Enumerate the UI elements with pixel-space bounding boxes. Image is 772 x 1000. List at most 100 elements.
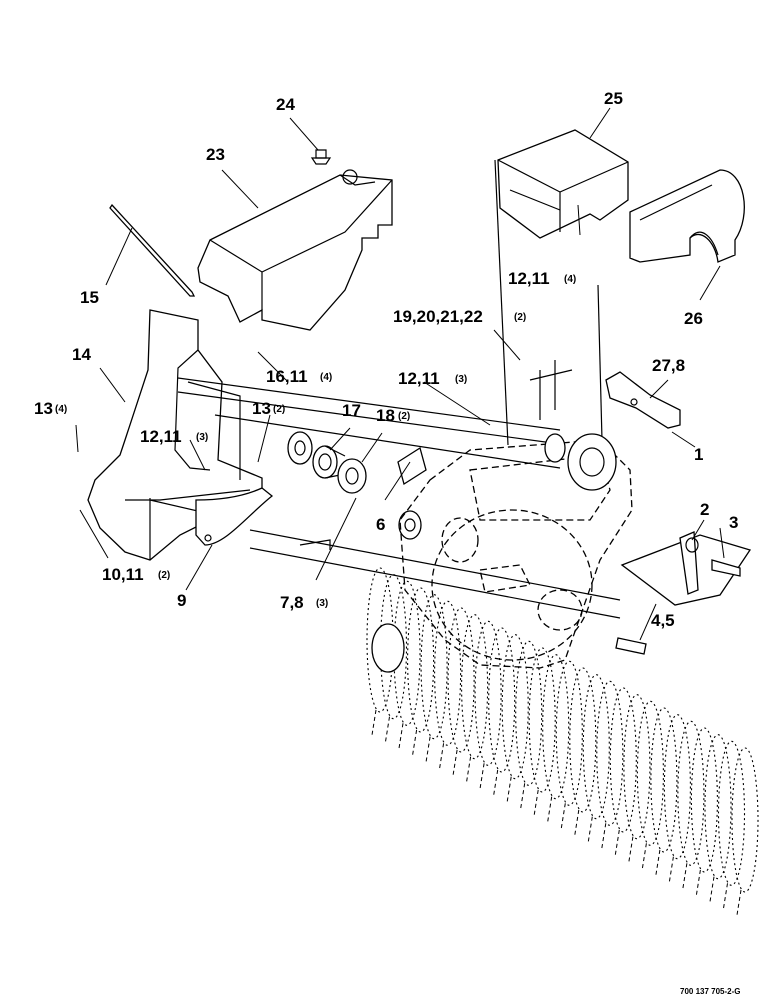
part-27-bracket	[605, 371, 681, 429]
bolt-4-5	[615, 637, 647, 655]
callout-25: 25	[604, 89, 623, 108]
reel-tine	[614, 829, 620, 856]
pickup-reel	[366, 567, 759, 916]
callout-13-left: 13	[34, 399, 53, 418]
washer-18	[337, 458, 367, 494]
reel-tine	[479, 763, 485, 789]
callout-13-mid: 13	[252, 399, 271, 418]
reel-tine-ring	[393, 580, 421, 726]
reel-tine	[560, 803, 566, 829]
reel-tine	[506, 776, 512, 802]
reel-tine-ring	[501, 634, 529, 780]
reel-tine	[601, 823, 607, 849]
drawing-number: 700 137 705-2-G	[680, 987, 741, 996]
bearing-17	[312, 445, 346, 479]
reel-tine	[371, 709, 377, 736]
callout-26: 26	[684, 309, 703, 328]
reel-tine-ring	[420, 594, 448, 740]
reel-tine-ring	[528, 647, 556, 793]
part-2-arm	[679, 531, 699, 595]
callout-7-8-qty: (3)	[316, 598, 328, 609]
callout-18: 18	[376, 406, 395, 425]
reel-tine-ring	[555, 660, 583, 806]
drive-shafts	[177, 377, 621, 619]
reel-tine-ring	[677, 720, 705, 866]
leader-lines	[75, 107, 725, 641]
callout-12-11-mid: 12,11	[398, 369, 440, 388]
callout-19-20-21-22-qty: (2)	[514, 312, 526, 323]
reel-tine	[587, 816, 593, 842]
reel-tine-ring	[690, 727, 718, 873]
reel-tine-ring	[515, 640, 543, 786]
part-26-guard	[629, 169, 745, 263]
callout-13-mid-qty: (2)	[273, 404, 285, 415]
reel-tine	[547, 796, 553, 822]
part-15-strip	[109, 203, 196, 297]
reel-tine	[452, 749, 458, 776]
reel-tine	[533, 789, 539, 816]
part-9-clamp	[195, 487, 274, 546]
reel-tine-ring	[407, 587, 435, 733]
reel-tine	[412, 729, 418, 756]
callout-12-11-top-qty: (4)	[564, 274, 576, 285]
reel-tine-ring	[379, 574, 408, 720]
callout-15: 15	[80, 288, 99, 307]
bracket-7	[397, 446, 427, 486]
callout-24: 24	[276, 95, 295, 114]
reel-tine	[439, 743, 445, 769]
callout-16-11: 16,11	[266, 367, 308, 386]
part-25-cover	[497, 129, 629, 239]
reel-tine-ring	[474, 620, 502, 766]
reel-tine-ring	[663, 714, 691, 860]
part-23-upper-shield	[197, 169, 393, 331]
callout-12-11-mid-qty: (3)	[455, 374, 467, 385]
reel-tine-ring	[461, 614, 489, 760]
callout-23: 23	[206, 145, 225, 164]
reel-tine	[682, 863, 688, 889]
reel-tine	[709, 876, 715, 902]
reel-tine	[398, 723, 404, 749]
callout-9: 9	[177, 591, 186, 610]
callout-3: 3	[729, 513, 738, 532]
reel-end-hub	[371, 623, 405, 673]
reel-tine	[655, 849, 661, 876]
callout-18-qty: (2)	[398, 411, 410, 422]
callout-14: 14	[72, 345, 91, 364]
washer-13	[287, 431, 313, 465]
reel-tine-ring	[623, 694, 651, 840]
reel-tine-ring	[596, 680, 624, 826]
reel-tine-ring	[542, 654, 570, 800]
reel-tine-ring	[717, 740, 746, 886]
callout-17: 17	[342, 401, 361, 420]
callout-labels: 24 25 23 15 26 12,11 (4) 19,20,21,22 (2)…	[34, 89, 741, 996]
bushing-6	[398, 510, 422, 540]
reel-tine-ring	[488, 627, 516, 773]
callout-6: 6	[376, 515, 385, 534]
reel-tine	[641, 843, 647, 869]
reel-tine-ring	[434, 600, 462, 746]
reel-tine-ring	[582, 674, 610, 820]
reel-tine-ring	[447, 607, 475, 753]
callout-16-11-qty: (4)	[320, 372, 332, 383]
reel-tine-ring	[569, 667, 597, 813]
reel-tine	[668, 856, 674, 882]
reel-tine	[466, 756, 472, 782]
bolt-24	[310, 149, 332, 165]
reel-tine-ring	[609, 687, 637, 833]
callout-10-11-qty: (2)	[158, 570, 170, 581]
reel-tine	[425, 736, 431, 762]
gearbox-hub	[529, 360, 617, 491]
callout-1: 1	[694, 445, 703, 464]
reel-tine	[628, 836, 634, 862]
callout-4-5: 4,5	[651, 611, 675, 630]
callout-12-11-left-qty: (3)	[196, 432, 208, 443]
reel-tine-ring	[704, 734, 732, 880]
callout-12-11-top: 12,11	[508, 269, 550, 288]
callout-19-20-21-22: 19,20,21,22	[393, 307, 483, 326]
callout-7-8: 7,8	[280, 593, 304, 612]
reel-tine	[723, 883, 728, 909]
drive-rods	[494, 159, 603, 446]
reel-tine	[695, 869, 701, 896]
callout-13-left-qty: (4)	[55, 404, 67, 415]
